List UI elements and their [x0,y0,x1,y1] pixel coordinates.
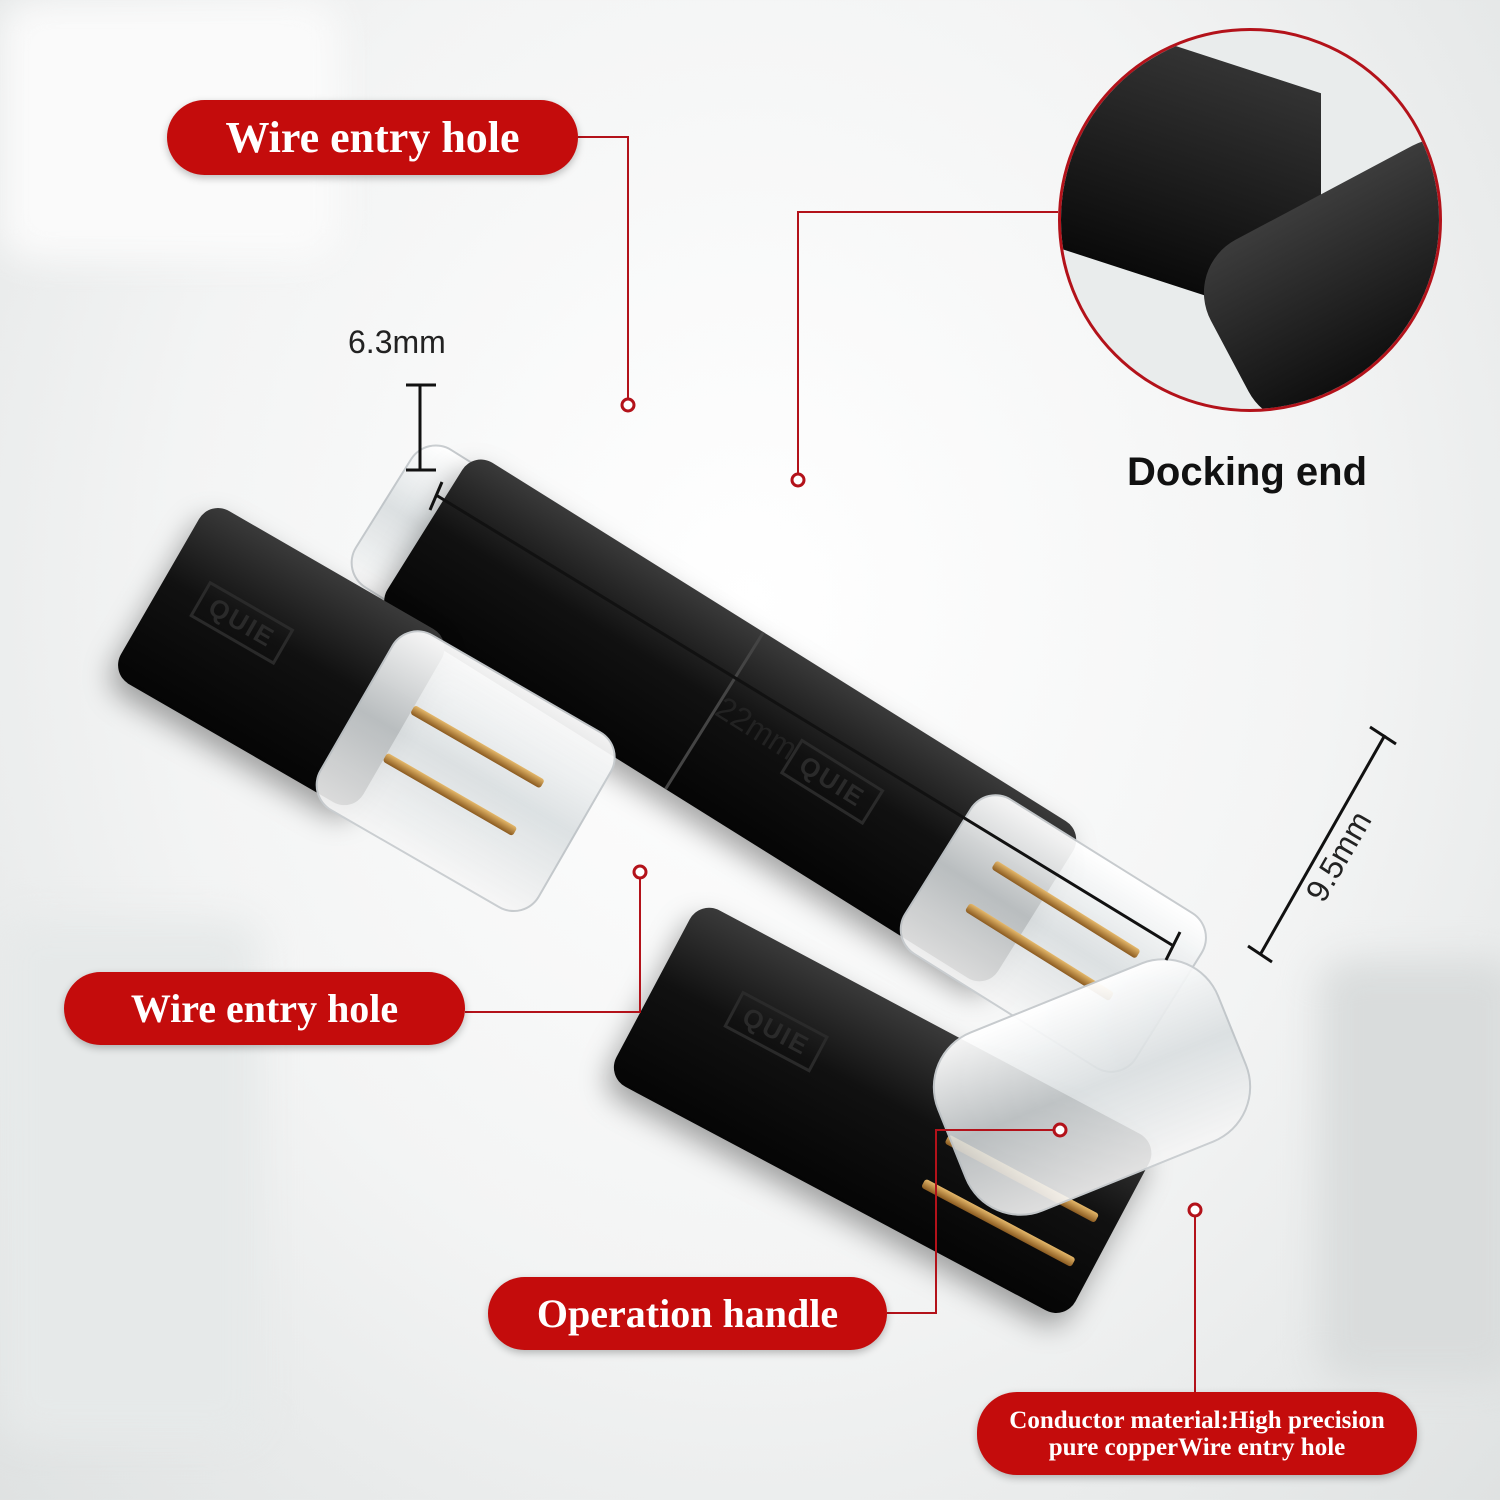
label-wire-entry-hole-left: Wire entry hole [64,972,465,1045]
marker-dot [1187,1202,1203,1218]
label-conductor-material: Conductor material:High precision pure c… [977,1392,1417,1475]
label-wire-entry-hole-top: Wire entry hole [167,100,578,175]
leader-wire-entry-left [465,872,641,1013]
leader-wire-entry-top [578,136,629,405]
background-blur [1320,960,1500,1380]
label-operation-handle: Operation handle [488,1277,887,1350]
dimension-height: 6.3mm [348,324,446,360]
dim-line-length [435,493,1173,947]
conductor-line-2: pure copperWire entry hole [1048,1433,1346,1461]
conductor-line-1: Conductor material:High precision [1009,1406,1385,1434]
marker-dot [1052,1122,1068,1138]
docking-end-inset [1058,28,1442,412]
leader-operation-handle [887,1129,1060,1314]
dim-line-width [1258,734,1387,956]
marker-dot [620,397,636,413]
marker-dot [790,472,806,488]
label-docking-end: Docking end [1127,450,1368,494]
marker-dot [632,864,648,880]
leader-docking-end [797,211,1058,480]
